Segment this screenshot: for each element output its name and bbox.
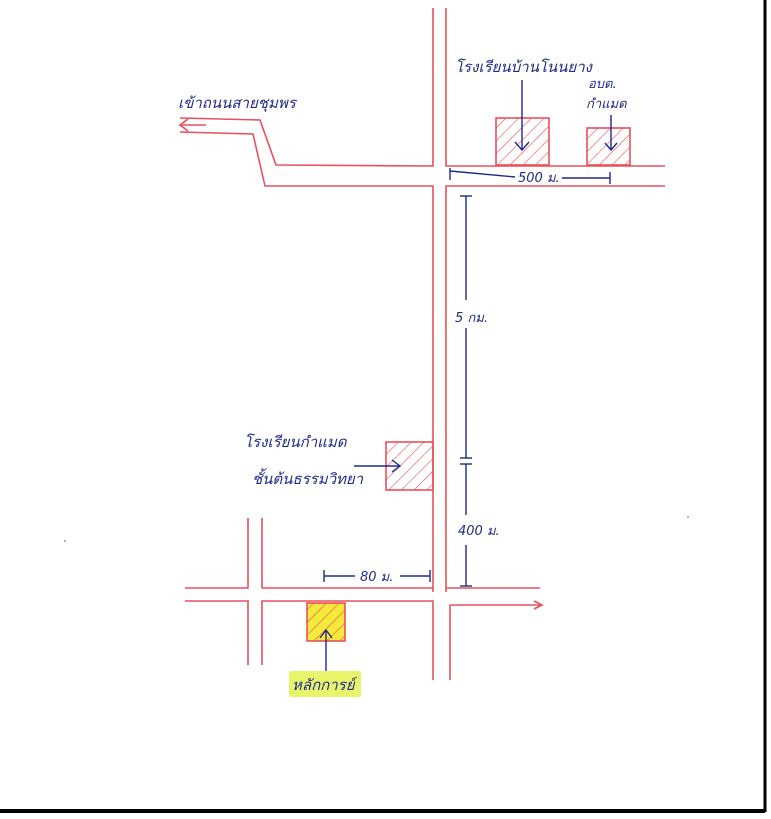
label-destination: หลักการย์ (292, 676, 358, 694)
road-top-right-upper (445, 8, 665, 167)
destination-highlight (289, 671, 361, 697)
label-to-highway: เข้าถนนสายชุมพร (178, 94, 298, 112)
label-school-mid-1: โรงเรียนกำแมด (244, 433, 348, 451)
road-bottom-left-upper (185, 518, 249, 589)
road-bottom-mid-lower (261, 600, 434, 680)
road-top-left-lower (179, 131, 434, 592)
road-bottom-mid-upper (261, 518, 433, 589)
label-obt: อบต. (588, 77, 617, 92)
label-obt-name: กำแมด (586, 97, 627, 112)
label-school-mid-2: ชั้นต้นธรรมวิทยา (252, 468, 364, 488)
road-bottom-left-lower (185, 600, 249, 665)
road-top-left-upper (179, 8, 434, 167)
label-dist-80: 80 ม. (360, 570, 393, 585)
label-dist-500: 500 ม. (518, 171, 560, 186)
label-dist-5km: 5 กม. (455, 311, 488, 326)
dimension-lines (323, 168, 611, 587)
arrow-right-icon (533, 600, 544, 610)
arrow-left-icon (178, 118, 206, 132)
road-top-right-lower (445, 185, 665, 592)
label-dist-400: 400 ม. (458, 524, 500, 539)
ink-arrows (319, 80, 618, 676)
label-school-top: โรงเรียนบ้านโนนยาง (455, 58, 594, 76)
roads (179, 8, 665, 680)
